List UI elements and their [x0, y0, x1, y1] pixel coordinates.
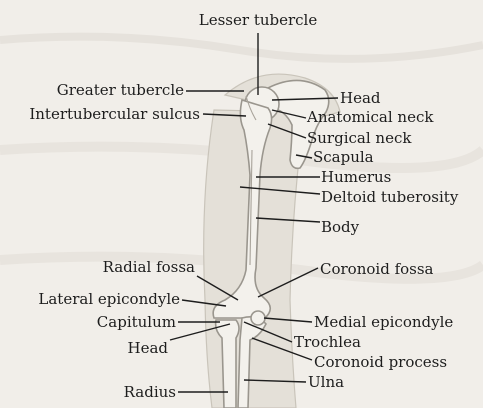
- label-capitulum: Capitulum: [97, 313, 176, 331]
- label-medial-epicondyle: Medial epicondyle: [314, 313, 453, 331]
- label-head: Head: [340, 89, 381, 107]
- label-lesser-tubercle: Lesser tubercle: [199, 11, 318, 29]
- label-coronoid-fossa: Coronoid fossa: [320, 260, 434, 278]
- label-humerus: Humerus: [321, 168, 391, 186]
- label-greater-tubercle: Greater tubercle: [57, 81, 184, 99]
- label-radial-fossa: Radial fossa: [103, 258, 195, 276]
- label-body: Body: [321, 218, 360, 236]
- label-trochlea: Trochlea: [294, 333, 361, 351]
- label-deltoid-tuberosity: Deltoid tuberosity: [321, 188, 459, 206]
- label-coronoid-process: Coronoid process: [314, 353, 447, 371]
- label-surgical-neck: Surgical neck: [307, 129, 412, 147]
- label-radius: Radius: [124, 383, 176, 401]
- label-ulna: Ulna: [308, 373, 344, 391]
- label-intertubercular-sulcus: Intertubercular sulcus: [29, 105, 200, 123]
- label-lateral-epicondyle: Lateral epicondyle: [38, 290, 180, 308]
- label-radius-head: Head: [127, 339, 168, 357]
- label-scapula: Scapula: [313, 148, 374, 166]
- label-anatomical-neck: Anatomical neck: [306, 108, 434, 126]
